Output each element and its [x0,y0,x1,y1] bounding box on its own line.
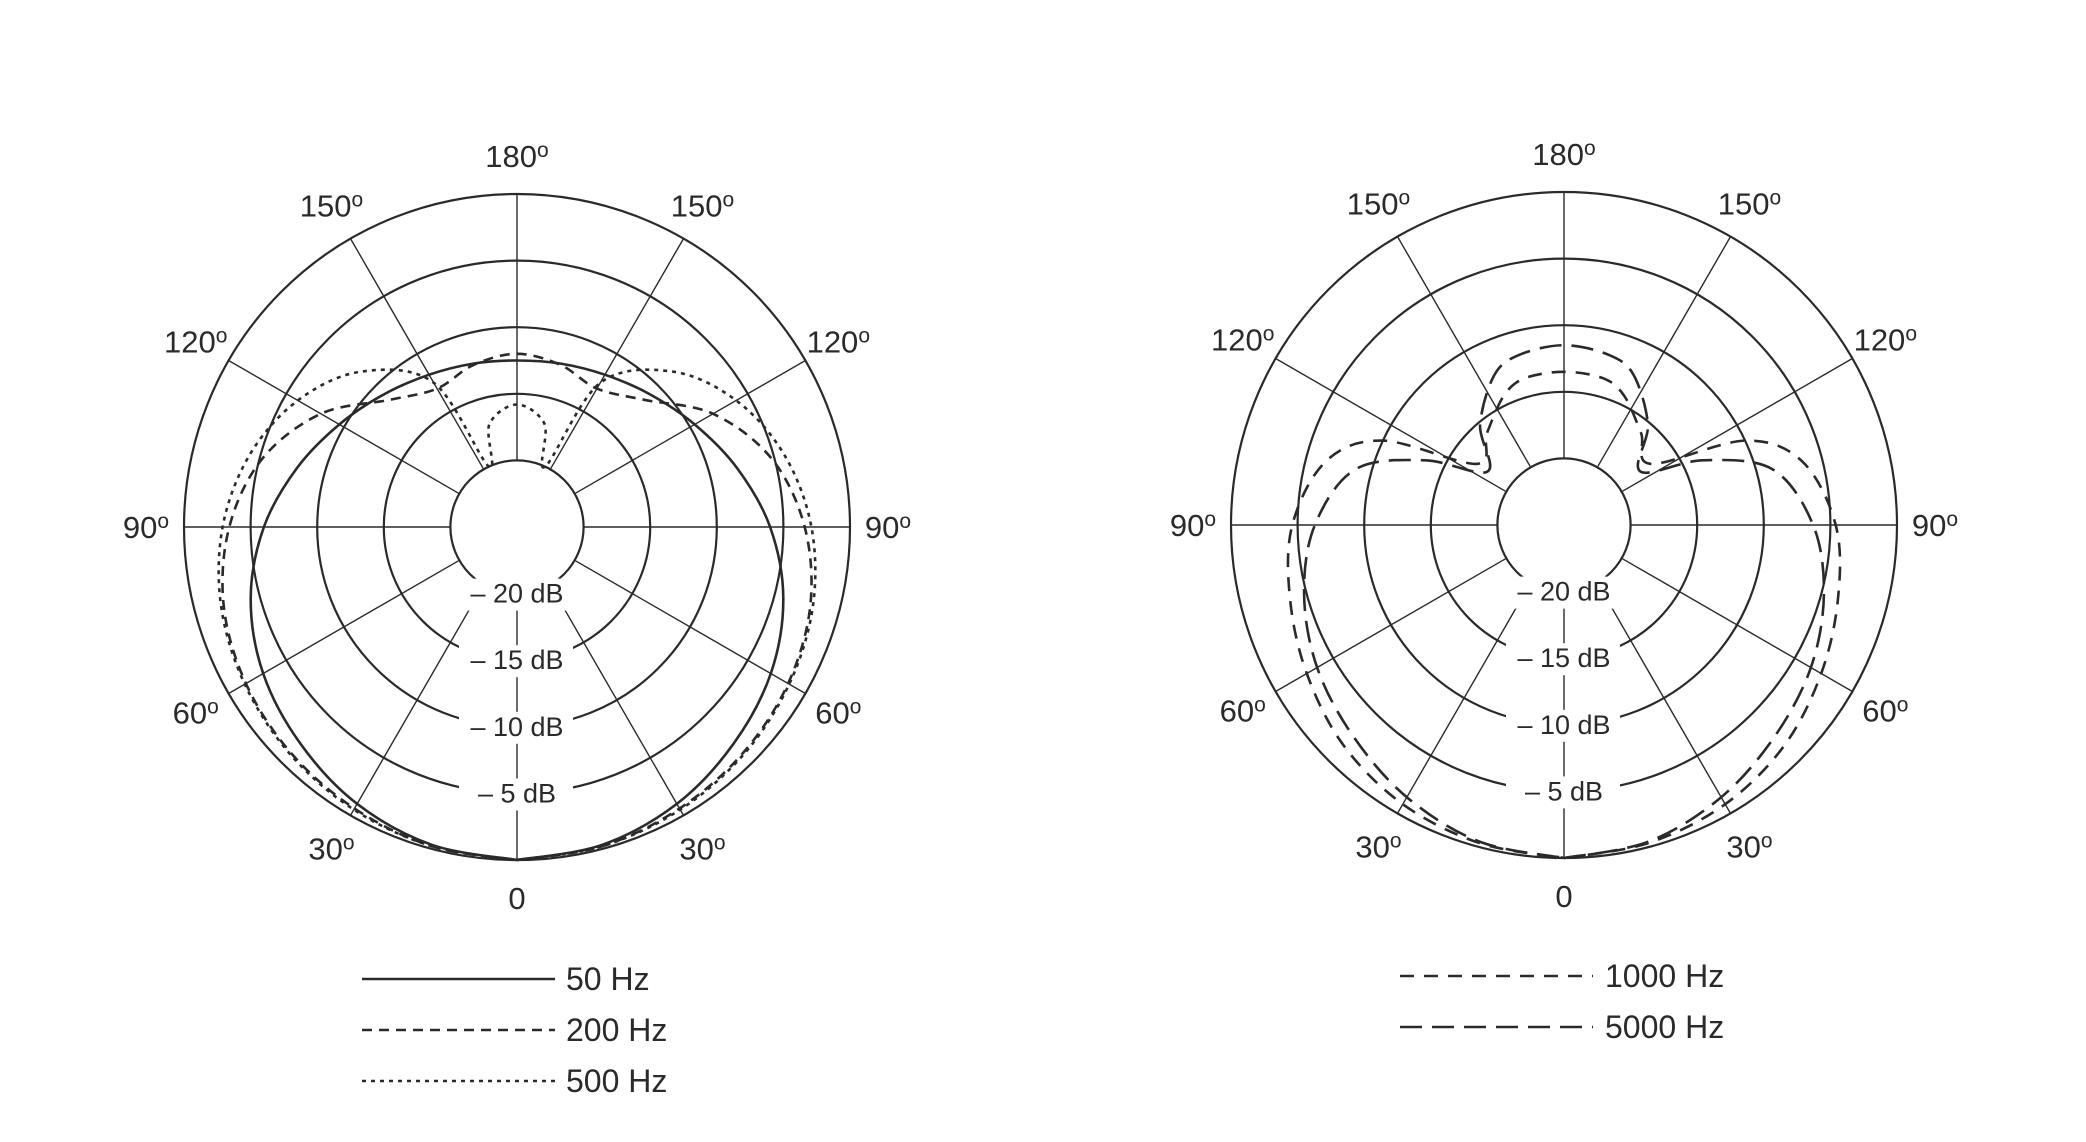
db-label: – 5 dB [1525,776,1603,806]
grid-spoke [1596,236,1732,468]
angle-label: 90o [123,510,169,545]
legend-label: 5000 Hz [1605,1009,1724,1045]
angle-label: 180o [485,139,548,174]
angle-label: 60o [1862,694,1908,729]
db-label-bg [459,778,573,811]
angle-label: 30o [308,831,354,866]
polar-chart-2: – 20 dB – 15 dB – 10 dB – 5 dB 0 30o 30o 60o 60o… [1170,137,1958,1045]
grid-spoke [1596,582,1732,814]
grid-spoke [574,359,806,495]
grid-spoke [1275,557,1507,693]
angle-label: 120o [164,325,227,360]
angle-label: 60o [173,696,219,731]
grid-spoke [228,559,460,695]
legend-label: 500 Hz [566,1063,667,1099]
db-label-bg [459,578,573,611]
angle-label: 30o [679,831,725,866]
legend-label: 1000 Hz [1605,958,1724,994]
db-label: – 15 dB [470,645,563,675]
grid-spoke [1621,357,1853,493]
angle-label: 0 [1555,879,1572,914]
db-label-bg [459,711,573,744]
angle-label: 30o [1355,829,1401,864]
db-label-bg [459,645,573,678]
grid-spoke [1396,236,1532,468]
angle-label: 30o [1726,829,1772,864]
db-label-bg [1506,776,1620,809]
db-label: – 5 dB [478,778,556,808]
grid-ring [1496,457,1632,593]
series-curve-5000-hz [1302,343,1826,860]
grid-spoke [349,584,485,816]
grid-spoke [349,238,485,470]
legend-label: 200 Hz [566,1012,667,1048]
grid-spoke [549,238,685,470]
series-curve-50-hz [249,359,785,862]
db-label: – 20 dB [470,579,563,609]
angle-label: 90o [1170,508,1216,543]
grid-spoke [1396,582,1532,814]
db-label-bg [1506,709,1620,742]
angle-label: 90o [865,510,911,545]
angle-label: 120o [1211,323,1274,358]
angle-label: 180o [1532,137,1595,172]
grid-spoke [574,559,806,695]
db-label: – 15 dB [1517,643,1610,673]
angle-label: 120o [807,325,870,360]
db-label-bg [1506,643,1620,676]
angle-label: 60o [1220,694,1266,729]
series-curve-1000-hz [1286,370,1842,860]
grid-spoke [228,359,460,495]
grid-ring [449,459,585,595]
grid-spoke [549,584,685,816]
angle-label: 90o [1912,508,1958,543]
db-label: – 20 dB [1517,577,1610,607]
angle-label: 150o [1718,187,1781,222]
grid-spoke [1621,557,1853,693]
angle-label: 150o [1347,187,1410,222]
db-label: – 10 dB [470,712,563,742]
angle-label: 150o [300,189,363,224]
polar-chart-1: – 20 dB – 15 dB – 10 dB – 5 dB 0 30o 30o 60o 60o… [123,139,911,1099]
angle-label: 150o [671,189,734,224]
angle-label: 120o [1854,323,1917,358]
angle-label: 0 [508,881,525,916]
angle-label: 60o [815,696,861,731]
legend-label: 50 Hz [566,961,650,997]
db-label: – 10 dB [1517,710,1610,740]
db-label-bg [1506,576,1620,609]
